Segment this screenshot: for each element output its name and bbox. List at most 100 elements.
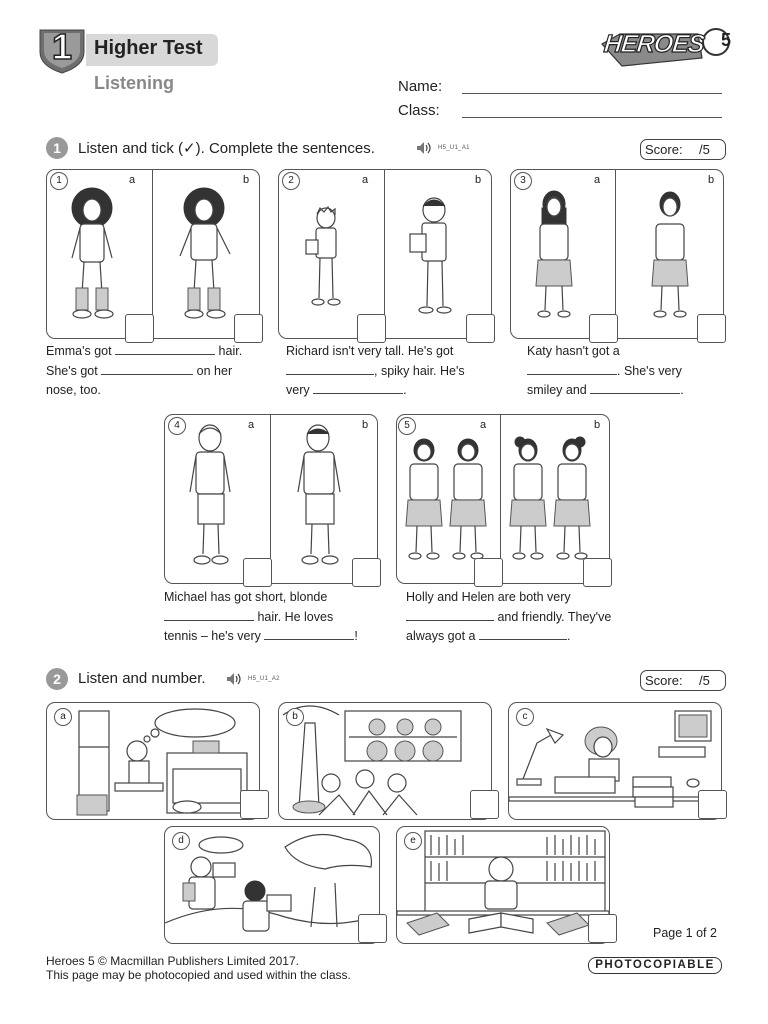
class-label: Class: (398, 102, 440, 119)
item5-blank-1[interactable] (406, 610, 494, 621)
item1-sentence: Emma's got hair. She's got on her nose, … (46, 342, 266, 401)
twin-girls-a-figure (405, 438, 487, 560)
class-field[interactable] (462, 117, 722, 118)
item2-text-3a: very (286, 383, 314, 397)
item1-option-b: b (243, 174, 250, 186)
item3-a-tick-box[interactable] (589, 314, 618, 343)
item4-b-tick-box[interactable] (352, 558, 381, 587)
item2-number: 2 (282, 172, 300, 190)
item2-option-a: a (362, 174, 369, 186)
item4-blank-1[interactable] (164, 610, 254, 621)
item1-option-a: a (129, 174, 136, 186)
boy-tennis-a-figure (189, 424, 231, 565)
picture-e-letter: e (404, 832, 422, 850)
item2-text-3b: . (403, 383, 407, 397)
page-title: Higher Test (94, 37, 203, 59)
name-field[interactable] (462, 93, 722, 94)
item2-option-b: b (475, 174, 482, 186)
item4-text-3a: tennis – he's very (164, 629, 265, 643)
item2-text-2: , spiky hair. He's (374, 363, 465, 378)
item3-option-b: b (708, 174, 715, 186)
item3-blank-1[interactable] (527, 364, 617, 375)
item4-option-b: b (362, 419, 369, 431)
picture-b-card (278, 702, 492, 820)
item1-blank-1[interactable] (115, 344, 216, 355)
picture-e-card (396, 826, 610, 944)
section2-instruction: Listen and number. (78, 670, 206, 687)
girl-uniform-a-figure (535, 190, 573, 318)
item1-text-1b: hair. (215, 344, 243, 358)
item5-option-b: b (594, 419, 601, 431)
girl-uniform-b-figure (651, 191, 689, 318)
item5-number: 5 (398, 417, 416, 435)
section1-instruction: Listen and tick (✓). Complete the senten… (78, 140, 375, 157)
picture-d-number-box[interactable] (358, 914, 387, 943)
page-number: Page 1 of 2 (653, 926, 717, 940)
children-park-photo-scene (165, 833, 379, 932)
item2-blank-2[interactable] (313, 383, 404, 394)
title-banner (86, 34, 218, 66)
item2-divider (384, 170, 385, 337)
item4-option-a: a (248, 419, 255, 431)
item5-text-2: and friendly. They've (494, 609, 612, 624)
item2-a-tick-box[interactable] (357, 314, 386, 343)
picture-c-card (508, 702, 722, 820)
item1-text-1a: Emma's got (46, 344, 116, 358)
item5-divider (500, 415, 501, 582)
item1-a-tick-box[interactable] (125, 314, 154, 343)
item4-blank-2[interactable] (264, 629, 355, 640)
item3-number: 3 (514, 172, 532, 190)
item4-text-2: hair. He loves (254, 609, 334, 624)
picture-e-number-box[interactable] (588, 914, 617, 943)
score-total: /5 (699, 673, 710, 688)
girl-desk-computer-scene (509, 710, 721, 808)
item2-blank-1[interactable] (286, 364, 374, 375)
picture-d-card (164, 826, 380, 944)
item1-blank-2[interactable] (101, 364, 194, 375)
picture-a-number-box[interactable] (240, 790, 269, 819)
item3-blank-2[interactable] (590, 383, 681, 394)
picture-a-letter: a (54, 708, 72, 726)
item1-number: 1 (50, 172, 68, 190)
item4-a-tick-box[interactable] (243, 558, 272, 587)
audio-speaker-icon[interactable] (416, 141, 434, 155)
item1-text-2a: She's got (46, 363, 102, 378)
boy-tennis-b-figure (297, 424, 341, 565)
section2-score-box: Score: /5 (640, 670, 726, 691)
item2-b-tick-box[interactable] (466, 314, 495, 343)
item3-divider (615, 170, 616, 337)
kitchen-cooking-scene (76, 708, 248, 816)
heroes-logo (601, 28, 730, 67)
boys-outdoor-reading-scene (282, 705, 462, 816)
twin-girls-b-figure (509, 436, 591, 560)
section1-number: 1 (46, 137, 68, 159)
item3-text-3b: . (680, 383, 684, 397)
item5-b-tick-box[interactable] (583, 558, 612, 587)
logo-text: HEROES (602, 29, 706, 58)
item5-blank-2[interactable] (478, 629, 567, 640)
copyright-line-1: Heroes 5 © Macmillan Publishers Limited … (46, 954, 299, 968)
logo-level: 5 (720, 30, 731, 50)
item3-b-tick-box[interactable] (697, 314, 726, 343)
picture-c-number-box[interactable] (698, 790, 727, 819)
boy-spiky-hair-a-figure (305, 206, 341, 306)
boy-library-scene (397, 830, 609, 936)
girl-curly-hair-a-figure (71, 187, 114, 319)
item3-text-1: Katy hasn't got a (527, 344, 620, 358)
photocopiable-badge: PHOTOCOPIABLE (588, 957, 722, 974)
item5-option-a: a (480, 419, 487, 431)
item1-text-3: nose, too. (46, 383, 101, 397)
item5-text-3a: always got a (406, 629, 479, 643)
audio-speaker-icon[interactable] (226, 672, 244, 686)
item3-option-a: a (594, 174, 601, 186)
section2-number: 2 (46, 668, 68, 690)
item3-sentence: Katy hasn't got a . She's very smiley an… (527, 342, 747, 401)
item3-text-3a: smiley and (527, 383, 591, 397)
item1-b-tick-box[interactable] (234, 314, 263, 343)
item5-a-tick-box[interactable] (474, 558, 503, 587)
picture-a-card (46, 702, 260, 820)
picture-c-letter: c (516, 708, 534, 726)
item4-text-1: Michael has got short, blonde (164, 590, 328, 604)
name-label: Name: (398, 78, 443, 95)
picture-b-number-box[interactable] (470, 790, 499, 819)
